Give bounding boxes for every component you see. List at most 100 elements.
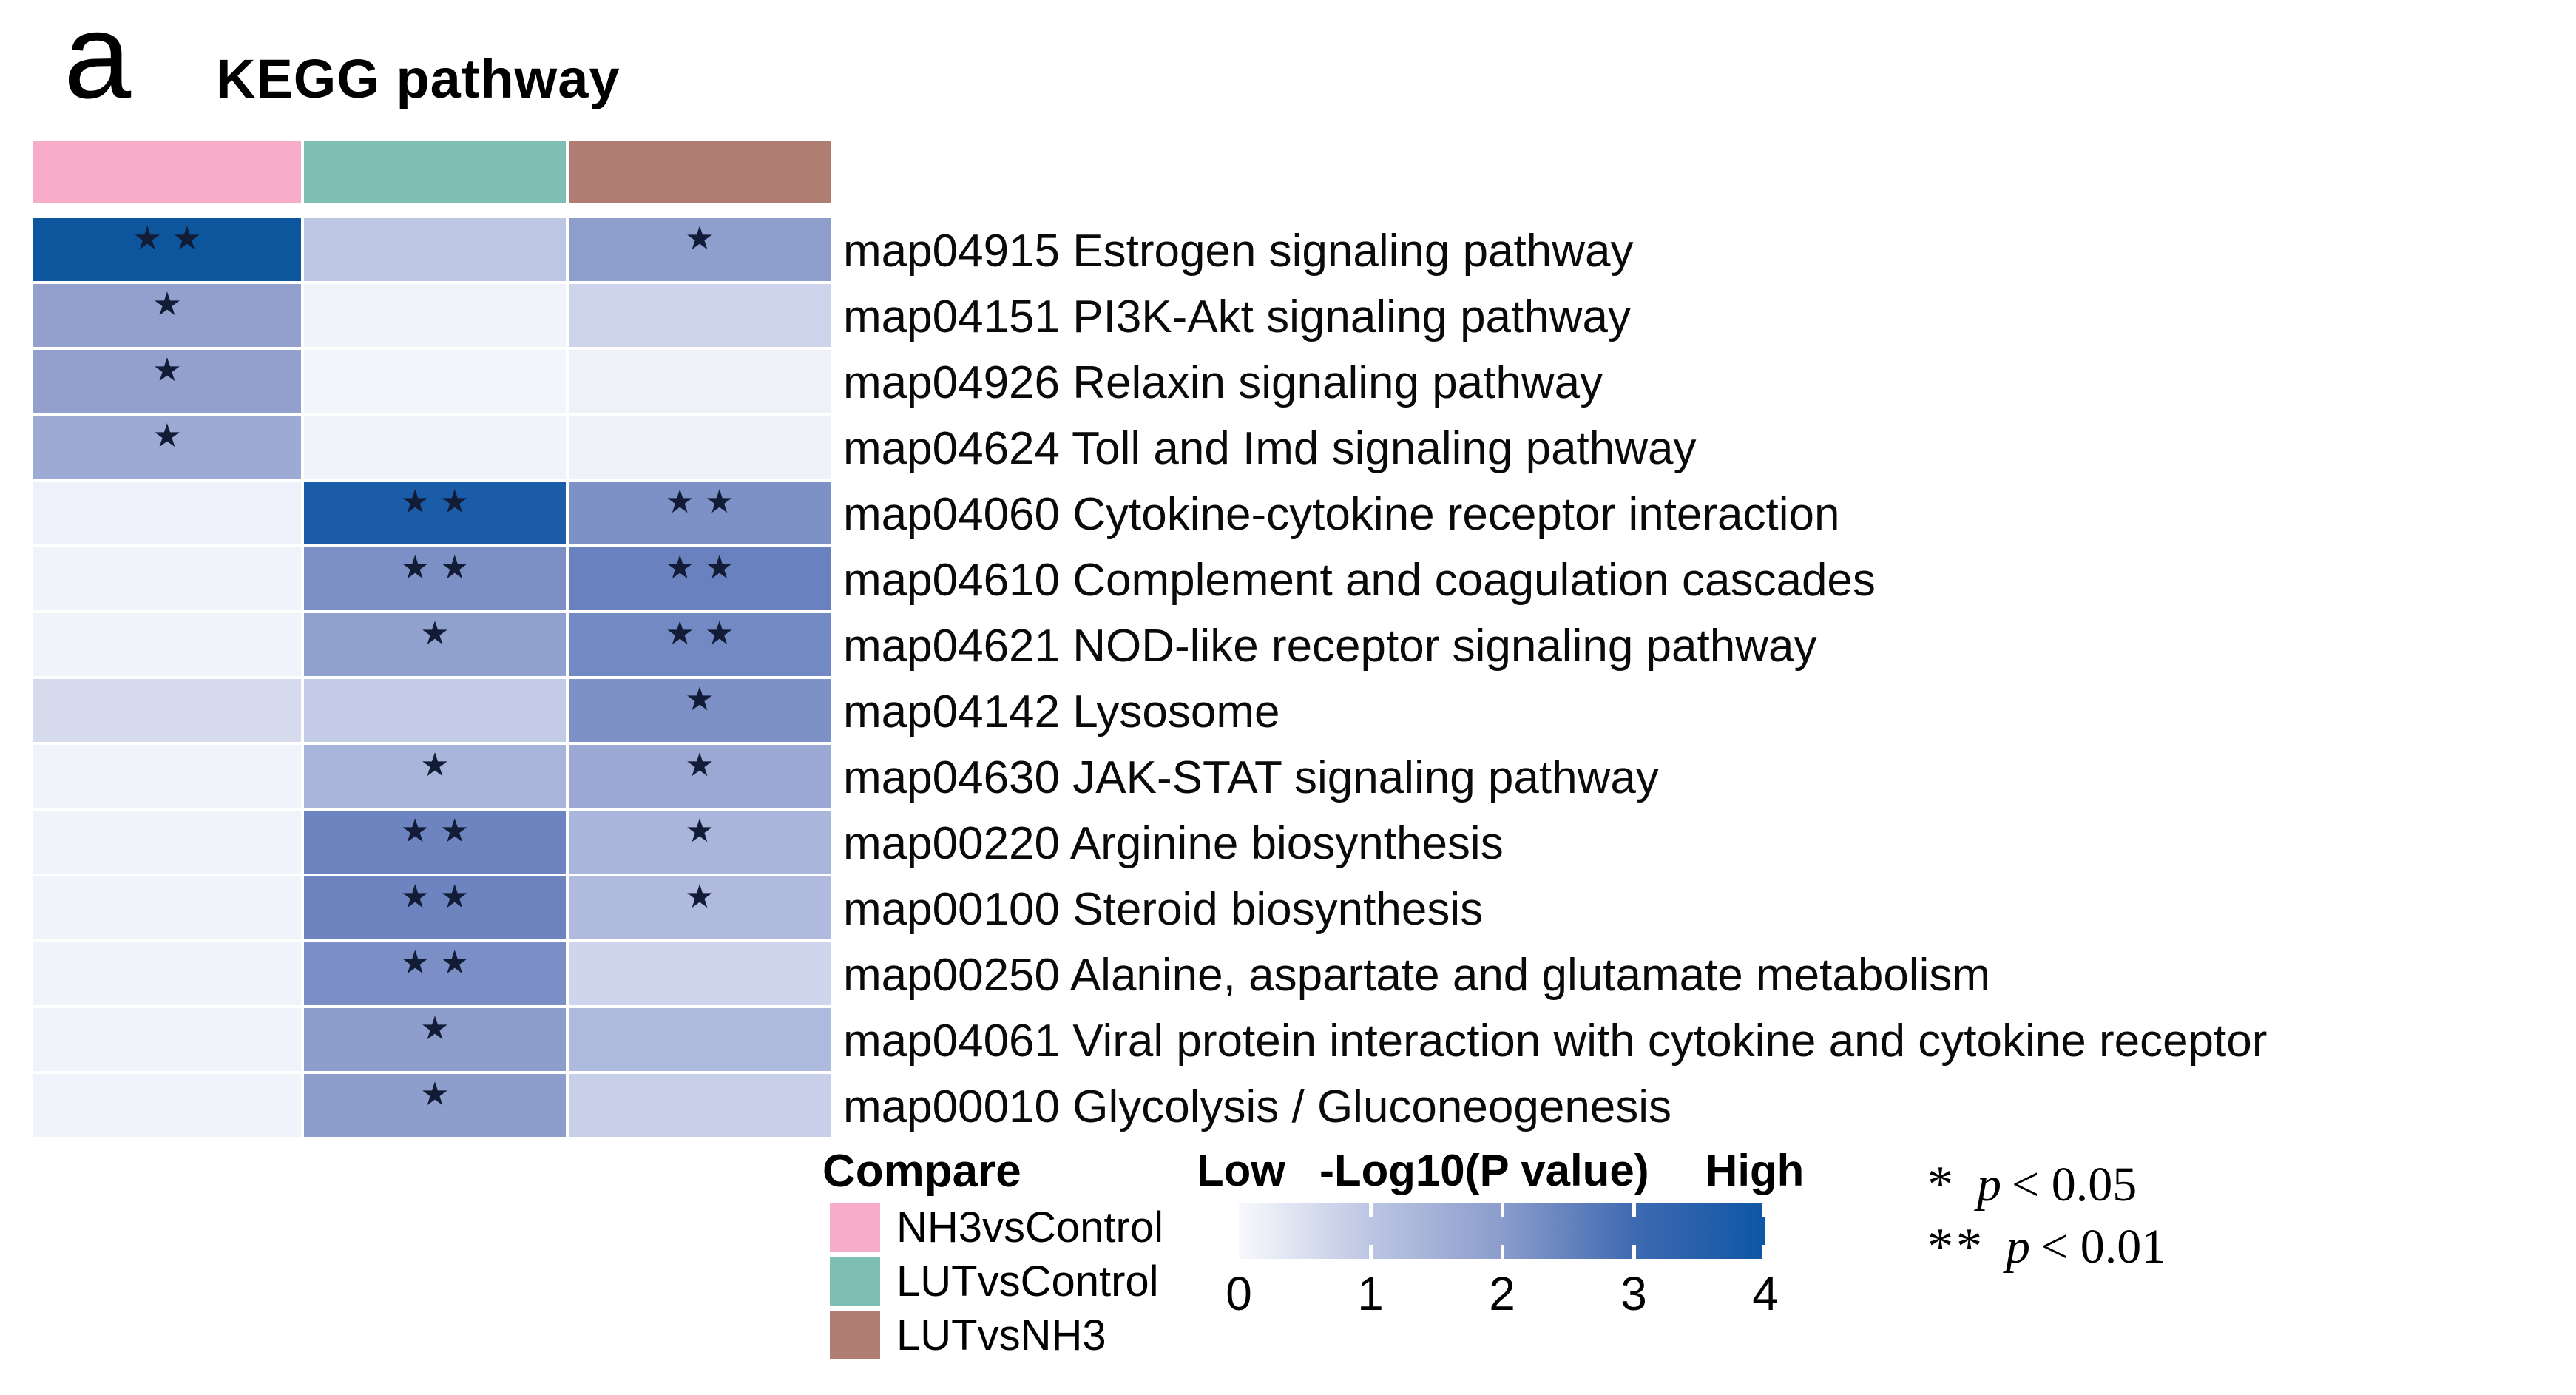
heatmap-cell (304, 679, 566, 742)
heatmap-cell: ★ (304, 1074, 566, 1137)
colorbar-tick-0: 0 (1226, 1267, 1252, 1320)
significance-stars: ★ (420, 1010, 460, 1047)
legend-label-LUTvsNH3: LUTvsNH3 (896, 1311, 1106, 1359)
significance-stars: ★ (685, 813, 725, 849)
significance-stars: ★ (152, 286, 192, 322)
header-bar-LUTvsNH3 (569, 141, 831, 203)
colorbar-notch (1632, 1245, 1636, 1259)
legend-label-LUTvsControl: LUTvsControl (896, 1257, 1159, 1306)
chart-title: KEGG pathway (216, 48, 621, 109)
legend-label-NH3vsControl: NH3vsControl (896, 1203, 1163, 1252)
p-threshold: < 0.01 (2041, 1220, 2166, 1274)
heatmap-row-label: map04915 Estrogen signaling pathway (843, 226, 1634, 277)
heatmap-cell: ★ (569, 218, 831, 281)
scale-high-label: High (1705, 1146, 1805, 1195)
colorbar-notch (1762, 1245, 1765, 1259)
significance-stars: ★★ (400, 813, 480, 849)
significance-stars: ★★ (132, 220, 212, 257)
heatmap-cell: ★★ (569, 482, 831, 544)
heatmap-cell (33, 547, 301, 610)
heatmap-cell: ★ (569, 679, 831, 742)
compare-legend-title: Compare (822, 1146, 1021, 1197)
heatmap-cell (33, 679, 301, 742)
heatmap-cell (304, 284, 566, 347)
scale-title: -Log10(P value) (1319, 1146, 1649, 1195)
legend-swatch-LUTvsNH3 (830, 1311, 880, 1359)
significance-stars: ★ (420, 747, 460, 783)
heatmap-cell (569, 1008, 831, 1071)
heatmap-cell: ★★ (304, 876, 566, 939)
colorbar-tick-3: 3 (1620, 1267, 1647, 1320)
heatmap-cell: ★ (33, 284, 301, 347)
heatmap-row-label: map04151 PI3K-Akt signaling pathway (843, 291, 1631, 342)
colorbar-gradient (1239, 1203, 1765, 1259)
significance-stars: ★ (685, 220, 725, 257)
heatmap-cell (33, 745, 301, 808)
significance-stars: ★★ (400, 879, 480, 915)
p-variable: p (2006, 1220, 2030, 1274)
significance-stars: ★ (685, 681, 725, 717)
significance-line: * p< 0.05 (1927, 1154, 2137, 1216)
heatmap-cell (33, 811, 301, 874)
heatmap-cell (569, 284, 831, 347)
header-bar-NH3vsControl (33, 141, 301, 203)
significance-stars: ★ (420, 1076, 460, 1112)
heatmap-cell: ★★ (304, 482, 566, 544)
heatmap-cell: ★ (569, 876, 831, 939)
significance-stars: ★★ (400, 550, 480, 586)
heatmap-cell (33, 482, 301, 544)
significance-symbol: * (1927, 1156, 1956, 1213)
colorbar-notch (1501, 1245, 1504, 1259)
heatmap-cell (304, 416, 566, 479)
colorbar-notch (1369, 1203, 1373, 1217)
significance-stars: ★★ (665, 615, 745, 652)
colorbar-tick-2: 2 (1489, 1267, 1515, 1320)
heatmap-cell: ★★ (304, 942, 566, 1005)
colorbar-notch (1632, 1203, 1636, 1217)
heatmap-row-label: map00250 Alanine, aspartate and glutamat… (843, 950, 1990, 1001)
heatmap-cell: ★ (33, 416, 301, 479)
heatmap-row-label: map04061 Viral protein interaction with … (843, 1016, 2268, 1067)
significance-symbol: ** (1927, 1218, 1985, 1275)
heatmap-row-label: map00220 Arginine biosynthesis (843, 818, 1504, 869)
heatmap-cell: ★ (569, 745, 831, 808)
heatmap-cell (569, 1074, 831, 1137)
heatmap-row-label: map04630 JAK-STAT signaling pathway (843, 752, 1659, 803)
heatmap-cell (569, 350, 831, 413)
heatmap-row-label: map00010 Glycolysis / Gluconeogenesis (843, 1081, 1672, 1132)
heatmap-cell: ★★ (304, 811, 566, 874)
significance-stars: ★★ (665, 484, 745, 520)
scale-low-label: Low (1197, 1146, 1285, 1195)
legend-swatch-LUTvsControl (830, 1257, 880, 1306)
colorbar-tick-1: 1 (1357, 1267, 1384, 1320)
p-variable: p (1977, 1158, 2001, 1212)
significance-stars: ★ (685, 747, 725, 783)
heatmap-cell (569, 942, 831, 1005)
heatmap-row-label: map04621 NOD-like receptor signaling pat… (843, 621, 1817, 672)
heatmap-cell: ★★ (569, 613, 831, 676)
significance-line: ** p< 0.01 (1927, 1216, 2166, 1278)
significance-stars: ★ (420, 615, 460, 652)
p-threshold: < 0.05 (2012, 1158, 2137, 1212)
heatmap-cell (304, 218, 566, 281)
colorbar-notch (1501, 1203, 1504, 1217)
heatmap-row-label: map04142 Lysosome (843, 686, 1280, 737)
heatmap-cell: ★★ (33, 218, 301, 281)
significance-stars: ★★ (400, 945, 480, 981)
heatmap-cell: ★★ (304, 547, 566, 610)
heatmap-cell: ★ (304, 1008, 566, 1071)
significance-stars: ★ (152, 418, 192, 454)
panel-letter: a (64, 0, 132, 124)
heatmap-cell (33, 1008, 301, 1071)
header-bar-LUTvsControl (304, 141, 566, 203)
heatmap-cell (33, 1074, 301, 1137)
significance-stars: ★★ (665, 550, 745, 586)
heatmap-row-label: map04060 Cytokine-cytokine receptor inte… (843, 489, 1840, 540)
legend-swatch-NH3vsControl (830, 1203, 880, 1252)
significance-stars: ★ (152, 352, 192, 388)
heatmap-cell (33, 876, 301, 939)
colorbar-notch (1762, 1203, 1765, 1217)
heatmap-cell (569, 416, 831, 479)
heatmap-row-label: map04610 Complement and coagulation casc… (843, 555, 1876, 606)
